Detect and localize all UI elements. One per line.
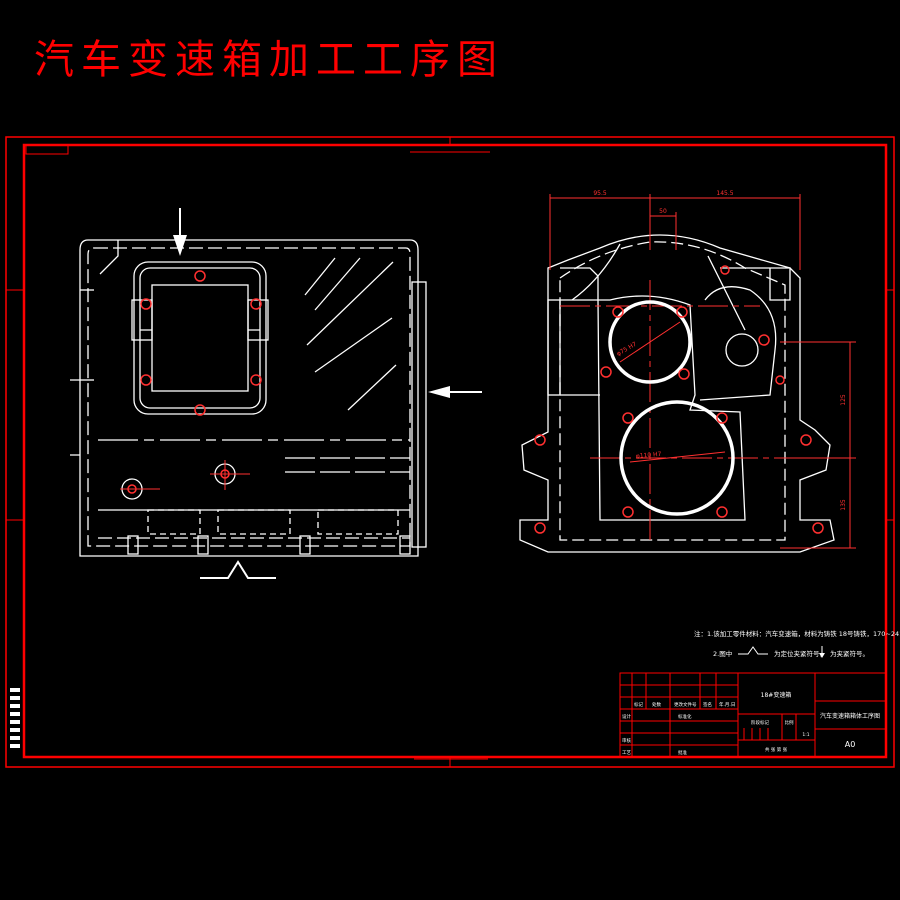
svg-text:A0: A0	[845, 740, 856, 749]
svg-text:年.月.日: 年.月.日	[719, 701, 735, 708]
left-view-holes	[127, 270, 262, 494]
page-title: 汽车变速箱加工工序图	[34, 37, 504, 83]
sheet-frame	[5, 136, 895, 768]
svg-text:共 张 第 张: 共 张 第 张	[765, 746, 788, 753]
svg-text:工艺: 工艺	[622, 750, 631, 756]
svg-text:2.图中: 2.图中	[713, 649, 732, 658]
svg-text:批准: 批准	[678, 749, 687, 756]
svg-text:汽车变速箱箱体工序图: 汽车变速箱箱体工序图	[820, 712, 880, 720]
svg-text:设计: 设计	[622, 713, 631, 720]
svg-text:1:1: 1:1	[802, 732, 809, 738]
svg-text:为夹紧符号。: 为夹紧符号。	[830, 649, 869, 658]
svg-text:标准化: 标准化	[678, 713, 692, 720]
technical-notes: 注：1.该加工零件材料：汽车变速箱，材料为铸铁 18号铸铁，170~241HBS…	[694, 629, 900, 658]
svg-text:145.5: 145.5	[716, 190, 733, 197]
right-view-holes	[534, 265, 824, 534]
svg-text:18#变速箱: 18#变速箱	[761, 691, 792, 699]
svg-text:φ75 H7: φ75 H7	[616, 341, 639, 358]
svg-text:为定位夹紧符号，: 为定位夹紧符号，	[774, 649, 826, 658]
svg-text:50: 50	[659, 208, 667, 215]
svg-text:审核: 审核	[622, 737, 631, 744]
right-view-bores	[608, 300, 759, 516]
svg-text:注：1.该加工零件材料：汽车变速箱，材料为铸铁 18号铸铁，: 注：1.该加工零件材料：汽车变速箱，材料为铸铁 18号铸铁，170~241HBS…	[694, 629, 900, 638]
title-block-text: 标记 处数 更改文件号 签名 年.月.日 设计 标准化 审核 工艺 批准 18#…	[622, 691, 880, 756]
svg-text:φ110 H7: φ110 H7	[636, 451, 662, 460]
left-margin-marks	[10, 688, 20, 748]
locating-symbol	[200, 560, 276, 579]
svg-text:签名: 签名	[703, 701, 712, 708]
svg-text:95.5: 95.5	[593, 190, 607, 197]
svg-text:比例: 比例	[785, 719, 794, 726]
left-view	[70, 239, 427, 557]
right-view	[519, 194, 856, 553]
svg-text:135: 135	[840, 499, 847, 511]
svg-text:125: 125	[840, 394, 847, 406]
svg-text:更改文件号: 更改文件号	[674, 701, 697, 708]
clamp-arrow-right	[428, 386, 482, 398]
svg-text:处数: 处数	[652, 701, 661, 708]
clamp-arrow-top	[173, 208, 187, 256]
title-block	[619, 672, 887, 758]
svg-text:标记: 标记	[634, 701, 643, 708]
svg-text:阶段标记: 阶段标记	[751, 719, 769, 726]
